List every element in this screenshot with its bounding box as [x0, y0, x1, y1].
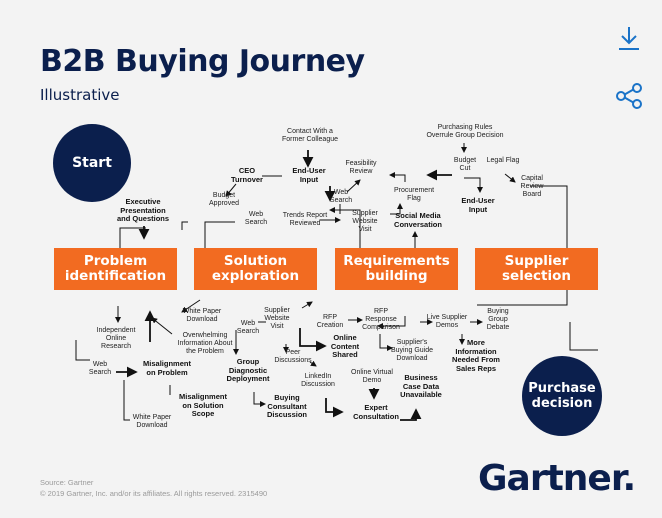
- node-trends-report: Trends Report Reviewed: [282, 212, 328, 227]
- node-budget-cut: Budget Cut: [453, 157, 477, 172]
- start-node: Start: [53, 124, 131, 202]
- node-peer-discussions: Peer Discussions: [274, 349, 312, 364]
- node-live-demos: Live Supplier Demos: [426, 314, 468, 329]
- node-web-search-top: Web Search: [329, 189, 353, 204]
- node-legal-flag: Legal Flag: [486, 157, 520, 164]
- node-independent-research: Independent Online Research: [96, 327, 136, 350]
- node-web-search-mid: Web Search: [236, 320, 260, 335]
- node-end-user-input-2: End-User Input: [461, 196, 495, 214]
- page-title: B2B Buying Journey: [40, 44, 365, 79]
- node-contact-colleague: Contact With a Former Colleague: [281, 128, 339, 143]
- node-feasibility-review: Feasibility Review: [345, 160, 377, 175]
- node-misalignment-problem: Misalignment on Problem: [143, 359, 191, 377]
- node-virtual-demo: Online Virtual Demo: [351, 369, 393, 384]
- node-executive-presentation: Executive Presentation and Questions: [116, 197, 170, 223]
- node-web-search-left: Web Search: [88, 361, 112, 376]
- stage-problem-identification: Problem identification: [54, 248, 177, 290]
- node-supplier-visit-mid: Supplier Website Visit: [264, 307, 290, 330]
- share-icon[interactable]: [614, 82, 644, 110]
- connector: [530, 185, 568, 248]
- node-misalignment-scope: Misalignment on Solution Scope: [179, 392, 227, 418]
- node-white-paper-1: White Paper Download: [182, 308, 222, 323]
- node-expert-consultation: Expert Consultation: [353, 403, 399, 421]
- purchase-decision-node: Purchase decision: [522, 356, 602, 436]
- node-more-information: More Information Needed From Sales Reps: [452, 338, 500, 373]
- node-ceo-turnover: CEO Turnover: [231, 166, 263, 184]
- node-overwhelming-info: Overwhelming Information About the Probl…: [177, 332, 233, 355]
- stage-supplier-selection: Supplier selection: [475, 248, 598, 290]
- node-capital-review: Capital Review Board: [520, 175, 544, 198]
- page-subtitle: Illustrative: [40, 86, 120, 104]
- connector: [204, 221, 235, 248]
- connector: [477, 290, 568, 306]
- node-buying-consultant: Buying Consultant Discussion: [266, 393, 308, 419]
- node-white-paper-2: White Paper Download: [132, 414, 172, 429]
- footer-copyright: © 2019 Gartner, Inc. and/or its affiliat…: [40, 489, 268, 498]
- footer-source: Source: Gartner: [40, 478, 94, 487]
- node-online-content: Online Content Shared: [330, 333, 360, 359]
- node-rfp-response: RFP Response Comparison: [362, 308, 400, 331]
- node-social-media: Social Media Conversation: [394, 211, 442, 229]
- gartner-logo: Gartner.: [478, 458, 636, 499]
- stage-requirements-building: Requirements building: [335, 248, 458, 290]
- gartner-logo-text: Gartner: [478, 458, 623, 499]
- node-linkedin: LinkedIn Discussion: [301, 373, 335, 388]
- node-group-diagnostic: Group Diagnostic Deployment: [226, 357, 270, 383]
- node-group-debate: Buying Group Debate: [486, 308, 510, 331]
- connector: [569, 322, 598, 351]
- node-rfp-creation: RFP Creation: [316, 314, 344, 329]
- stage-solution-exploration: Solution exploration: [194, 248, 317, 290]
- node-budget-approved: Budget Approved: [209, 192, 239, 207]
- node-procurement-flag: Procurement Flag: [393, 187, 435, 202]
- node-end-user-input-1: End-User Input: [292, 166, 326, 184]
- node-buying-guide: Supplier's Buying Guide Download: [390, 339, 434, 362]
- node-supplier-visit-top: Supplier Website Visit: [352, 210, 378, 233]
- node-web-search-2: Web Search: [244, 211, 268, 226]
- node-purchasing-rules: Purchasing Rules Overrule Group Decision: [426, 124, 504, 139]
- download-icon[interactable]: [616, 24, 642, 52]
- node-business-case: Business Case Data Unavailable: [400, 373, 442, 399]
